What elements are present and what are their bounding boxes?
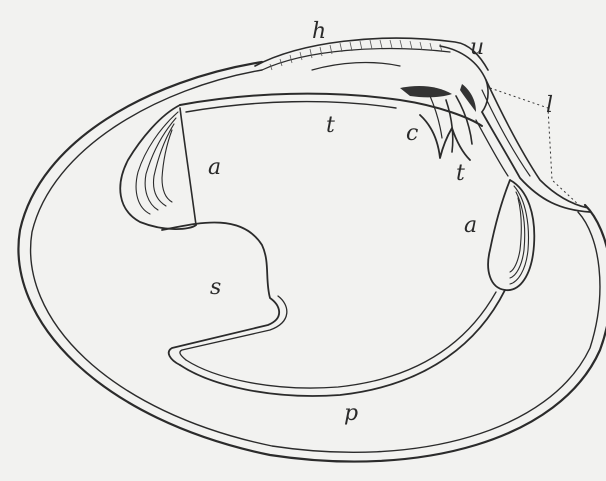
label-t-mid: t	[456, 161, 465, 186]
label-a-right: a	[464, 213, 477, 238]
label-a-left: a	[208, 155, 221, 180]
anterior-adductor-scar	[120, 105, 196, 229]
ligament-leader	[482, 80, 588, 208]
label-t-top: t	[326, 113, 335, 138]
label-u: u	[470, 35, 484, 60]
shell-outline	[18, 62, 606, 462]
pallial-sinus	[162, 223, 287, 366]
label-p: p	[344, 401, 358, 426]
label-s: s	[210, 275, 221, 300]
posterior-adductor-scar	[488, 180, 534, 290]
hinge-region	[255, 38, 488, 112]
ligament-hatching	[270, 40, 442, 70]
label-l: l	[546, 93, 553, 118]
label-c: c	[406, 121, 418, 146]
label-h: h	[312, 19, 326, 44]
